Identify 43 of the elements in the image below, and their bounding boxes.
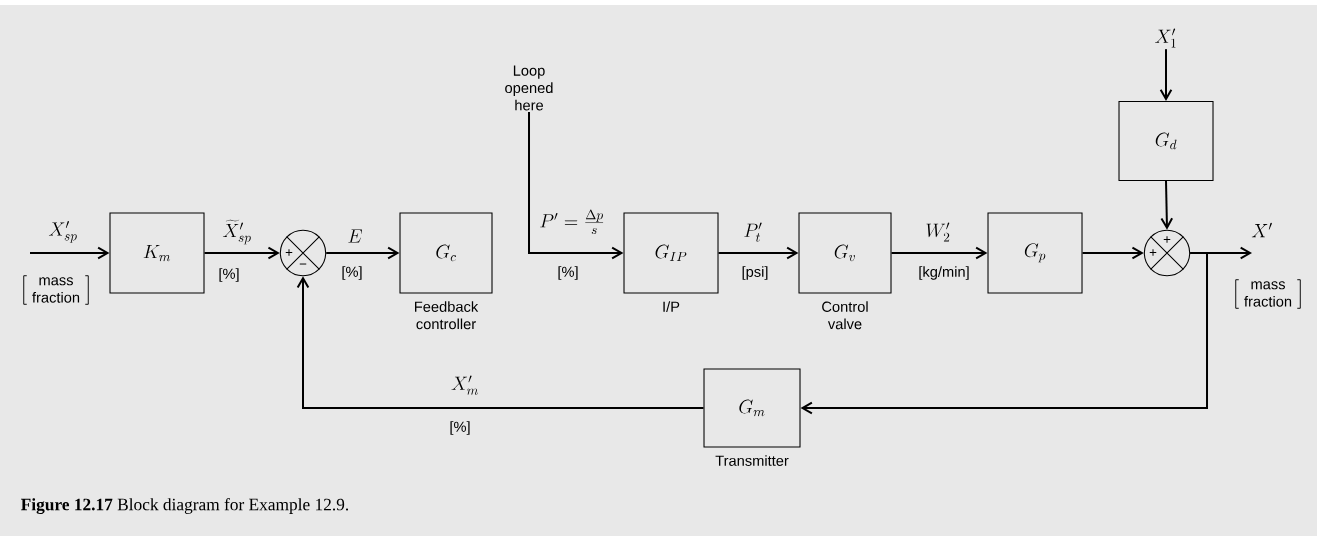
unit-label: mass fraction <box>23 275 89 305</box>
signal-label: $X'$ <box>1251 222 1272 238</box>
unit-label: [kg/min] <box>919 266 969 280</box>
arrow <box>528 111 624 260</box>
arrow <box>890 246 988 260</box>
block-box: $G_c$ <box>399 212 493 294</box>
arrow <box>29 246 110 260</box>
block-box: $K_m$ <box>109 212 205 294</box>
block-caption: Transmitter <box>715 455 789 466</box>
block-box: $G_p$ <box>987 212 1083 294</box>
arrow <box>325 246 400 260</box>
arrow <box>1160 180 1174 230</box>
signal-label: $E$ <box>348 229 362 243</box>
unit-label: mass fraction <box>1235 279 1301 309</box>
arrow <box>1081 246 1144 260</box>
arrow <box>203 246 280 260</box>
unit-label: [%] <box>342 266 362 280</box>
block-caption: Control valve <box>822 301 868 330</box>
signal-label: $X'_1$ <box>1155 28 1176 48</box>
block-caption: Feedback controller <box>415 301 479 330</box>
signal-label: $X'_{sp}$ <box>48 221 77 243</box>
unit-label: [%] <box>219 268 239 282</box>
block-box: $G_{IP}$ <box>623 212 719 294</box>
signal-label: $\widetilde{X}'_{sp}$ <box>222 219 251 245</box>
block-box: $G_v$ <box>798 212 892 294</box>
signal-label: $P' = \frac{\Delta p}{s}$ <box>540 209 604 235</box>
unit-label: [%] <box>450 421 470 435</box>
block-caption: I/P <box>663 301 680 312</box>
arrow <box>800 252 1208 415</box>
figure-caption: Figure 12.17 Block diagram for Example 12.9. <box>21 498 349 514</box>
arrow <box>1159 48 1173 101</box>
signal-label: $W'_2$ <box>926 222 950 242</box>
arrow <box>296 276 705 409</box>
summing-junction: + + <box>1143 229 1191 277</box>
note-text: Loop opened here <box>505 65 553 111</box>
signal-label: $X'_m$ <box>451 375 478 395</box>
unit-label: [%] <box>558 266 578 280</box>
summing-junction: + − <box>279 229 327 277</box>
signal-label: $P'_t$ <box>744 222 762 242</box>
block-box: $G_m$ <box>703 368 801 448</box>
block-box: $G_d$ <box>1118 101 1214 181</box>
unit-label: [psi] <box>742 266 768 280</box>
arrow <box>717 246 799 260</box>
